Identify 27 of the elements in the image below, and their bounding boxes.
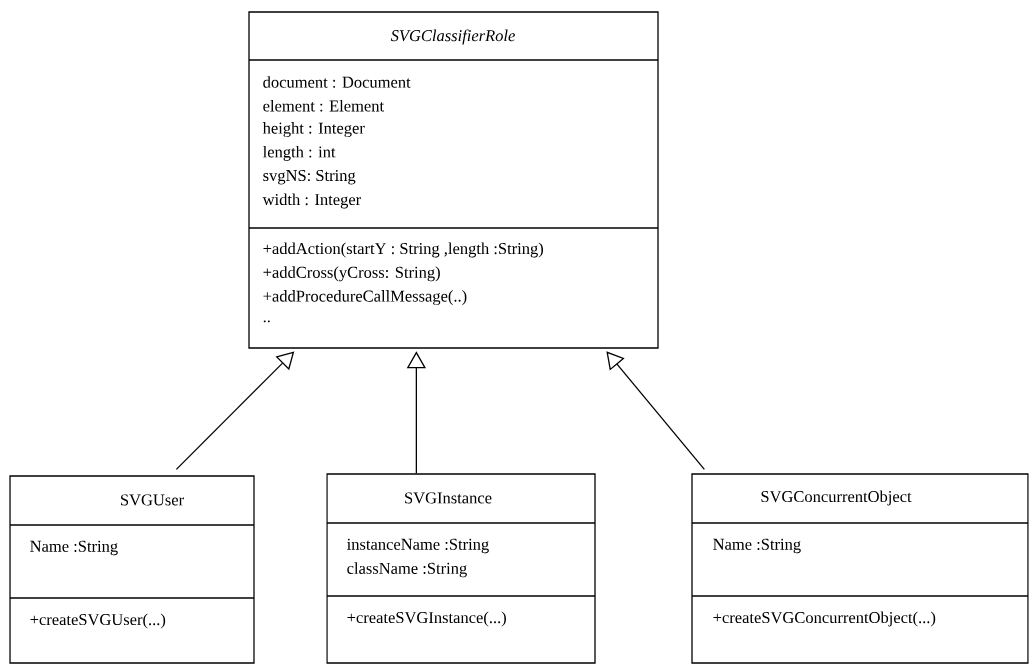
- attribute: width : Integer: [262, 193, 362, 209]
- class-name: SVGInstance: [405, 492, 492, 504]
- method: +addAction(startY : String ,length :String): [263, 242, 543, 258]
- attribute: Name :String: [30, 540, 118, 556]
- method: +createSVGUser(...): [30, 613, 166, 629]
- attribute: instanceName :String: [347, 538, 489, 554]
- class-box: [248, 11, 659, 349]
- class-name: SVGConcurrentObject: [761, 490, 912, 506]
- generalization-arrow: [175, 351, 295, 470]
- generalization-arrow: [606, 351, 705, 470]
- attribute: document : Document: [263, 76, 411, 88]
- attribute: className :String: [347, 562, 467, 578]
- method: +addProcedureCallMessage(..): [263, 290, 467, 306]
- attribute: length : int: [263, 145, 336, 161]
- class-name: SVGUser: [121, 494, 184, 506]
- attribute: element : Element: [263, 99, 384, 112]
- method: +createSVGConcurrentObject(...): [713, 611, 936, 627]
- attribute: Name :String: [713, 538, 801, 554]
- attribute: svgNS: String: [263, 169, 356, 185]
- class-box: [691, 473, 1029, 664]
- class-box: [9, 475, 255, 664]
- class-name: SVGClassifierRole: [390, 29, 515, 45]
- method: +addCross(yCross: String): [263, 266, 440, 282]
- method: +createSVGInstance(...): [347, 611, 506, 627]
- class-box: [326, 473, 596, 664]
- attribute: height : Integer: [262, 122, 365, 138]
- method: ..: [263, 320, 270, 323]
